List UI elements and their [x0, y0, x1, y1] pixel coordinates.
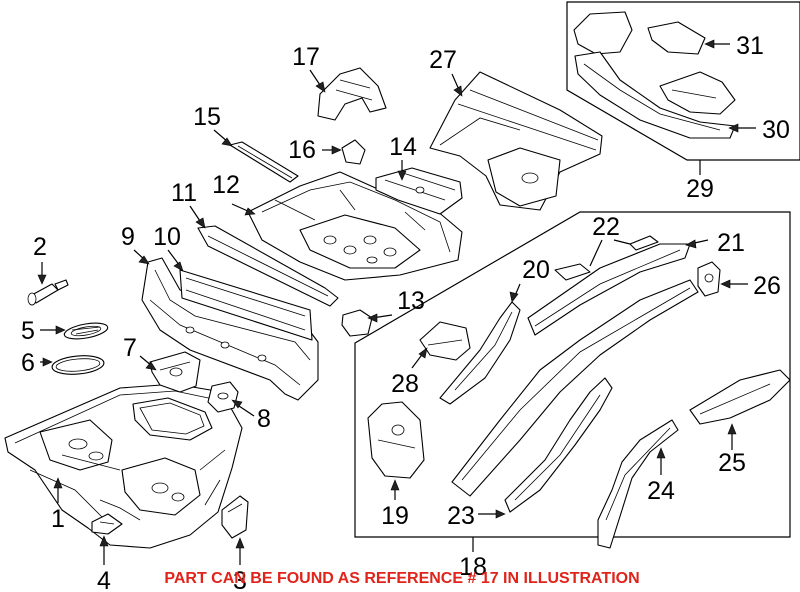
arrow-28 — [418, 347, 428, 359]
part-1-floor-pan — [4, 383, 243, 549]
callout-24: 24 — [647, 477, 675, 505]
group-box-18 — [354, 211, 791, 538]
arrow-26 — [720, 279, 731, 289]
part-23-long-member — [451, 279, 699, 513]
arrow-8 — [231, 399, 243, 409]
callout-4: 4 — [97, 567, 111, 592]
callout-29: 29 — [686, 175, 714, 203]
part-29-assembly — [573, 11, 736, 139]
callout-17: 17 — [292, 43, 320, 71]
callout-13: 13 — [397, 287, 425, 315]
arrow-4 — [99, 535, 109, 547]
part-2-plug — [27, 279, 69, 306]
arrow-23 — [495, 509, 506, 519]
part-11-rail — [197, 225, 339, 307]
arrow-24 — [656, 447, 666, 459]
callout-7: 7 — [123, 334, 137, 362]
part-5-oval-plug — [63, 322, 109, 340]
arrow-14 — [397, 170, 407, 181]
part-16-clip — [341, 139, 366, 165]
part-27-rear-panel — [429, 71, 603, 211]
part-8-bracket — [207, 381, 239, 413]
callout-6: 6 — [21, 349, 35, 377]
part-6-seal-ring — [51, 355, 105, 375]
arrow-10 — [173, 261, 184, 272]
part-28-bracket — [419, 321, 471, 361]
callout-11: 11 — [171, 179, 197, 207]
part-24-member — [597, 419, 679, 549]
part-14-brace — [375, 167, 463, 215]
callout-19: 19 — [381, 502, 409, 530]
callout-23: 23 — [447, 502, 475, 530]
arrow-11 — [195, 217, 206, 229]
reference-notice: PART CAN BE FOUND AS REFERENCE # 17 IN I… — [164, 570, 639, 587]
callout-3: 3 — [233, 567, 247, 592]
callout-9: 9 — [121, 223, 135, 251]
arrow-16 — [331, 145, 342, 155]
part-10-panel — [179, 269, 313, 341]
part-17-seat-bracket — [317, 67, 387, 121]
arrow-5 — [55, 325, 66, 335]
part-21-side-member — [527, 243, 691, 336]
part-4-pad — [91, 513, 123, 535]
part-15-strip — [229, 141, 299, 183]
arrow-1 — [53, 477, 63, 489]
arrow-13 — [367, 313, 378, 323]
arrow-2 — [37, 274, 47, 285]
callout-26: 26 — [753, 272, 781, 300]
part-3-small-bracket — [221, 495, 249, 539]
callout-20: 20 — [522, 256, 550, 284]
arrow-3 — [235, 537, 245, 549]
callout-27: 27 — [429, 46, 457, 74]
part-13-bracket — [341, 309, 373, 337]
callout-16: 16 — [288, 136, 316, 164]
part-31-gusset — [647, 21, 706, 55]
part-7-bracket — [149, 351, 201, 393]
part-26-block — [697, 261, 721, 297]
arrow-17 — [315, 81, 326, 93]
arrow-6 — [42, 357, 53, 367]
callout-15: 15 — [193, 103, 221, 131]
callout-5: 5 — [21, 317, 35, 345]
arrow-15 — [221, 137, 233, 147]
callout-31: 31 — [736, 32, 764, 60]
arrow-9 — [138, 255, 150, 265]
callout-8: 8 — [257, 405, 271, 433]
callout-1: 1 — [51, 505, 65, 533]
callout-18: 18 — [459, 553, 487, 581]
arrow-21 — [685, 239, 697, 249]
leader-22 — [589, 239, 603, 267]
arrow-27 — [453, 85, 463, 97]
part-25-bracket — [689, 369, 791, 425]
arrow-30 — [728, 123, 739, 133]
part-22-plate — [554, 235, 659, 281]
leader-22b — [613, 239, 631, 245]
part-30-reinforcement — [659, 71, 736, 115]
arrow-19 — [390, 479, 400, 491]
callout-25: 25 — [718, 449, 746, 477]
part-20-rail — [439, 301, 521, 405]
callout-30: 30 — [762, 116, 790, 144]
callout-28: 28 — [391, 370, 419, 398]
callout-10: 10 — [153, 223, 181, 251]
group-box-29 — [566, 1, 800, 161]
arrow-20 — [509, 291, 519, 303]
part-19-bracket — [367, 401, 425, 479]
callout-22: 22 — [592, 213, 620, 241]
callout-12: 12 — [212, 171, 240, 199]
callout-14: 14 — [389, 133, 417, 161]
arrow-7 — [145, 361, 157, 371]
arrow-25 — [727, 423, 737, 435]
callout-21: 21 — [717, 229, 745, 257]
callout-2: 2 — [33, 233, 47, 261]
arrow-31 — [704, 39, 715, 49]
arrow-12 — [244, 207, 256, 216]
